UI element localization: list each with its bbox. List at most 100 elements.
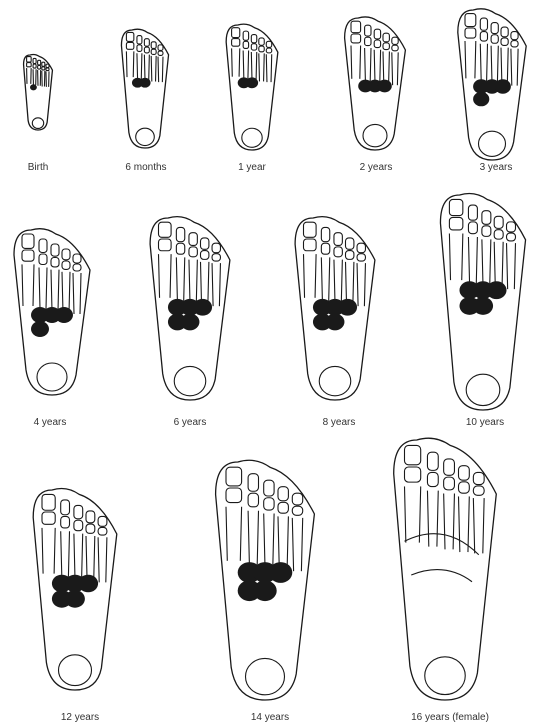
phalanx-bone	[38, 65, 41, 69]
metatarsal-bone	[22, 264, 34, 306]
foot-stage-1: Birth	[24, 54, 53, 173]
metatarsal-bone	[243, 51, 248, 79]
phalanx-bone	[243, 41, 248, 48]
phalanx-bone	[346, 251, 354, 260]
metatarsal-bone	[357, 263, 365, 306]
ossification-center	[253, 580, 276, 601]
metatarsal-bone	[86, 536, 95, 581]
phalanx-bone	[334, 233, 342, 246]
metatarsal-bone	[321, 257, 329, 301]
metatarsal-bone	[304, 254, 317, 298]
phalanx-bone	[51, 244, 59, 256]
phalanx-bone	[346, 238, 354, 249]
foot-stage-3: 1 year	[226, 24, 278, 173]
phalanx-bone	[449, 199, 462, 215]
foot-stage-5: 3 years	[458, 9, 526, 173]
phalanx-bone	[51, 258, 59, 267]
metatarsal-bone	[144, 55, 149, 81]
phalanx-bone	[304, 239, 317, 251]
phalanx-bone	[374, 29, 380, 39]
phalanx-bone	[62, 249, 70, 260]
phalanx-bone	[226, 467, 242, 486]
phalanx-bone	[259, 46, 264, 52]
phalanx-bone	[480, 32, 487, 41]
phalanx-bone	[480, 18, 487, 30]
phalanx-bone	[42, 67, 45, 70]
phalanx-bone	[137, 45, 142, 52]
phalanx-bone	[383, 33, 389, 42]
phalanx-bone	[374, 40, 380, 48]
phalanx-bone	[494, 216, 503, 228]
phalanx-bone	[126, 32, 133, 41]
phalanx-bone	[158, 45, 163, 51]
metatarsal-bone	[507, 243, 516, 289]
phalanx-bone	[86, 524, 95, 533]
phalanx-bone	[392, 45, 398, 51]
foot-stage-7: 6 years	[150, 217, 230, 428]
phalanx-bone	[264, 480, 274, 496]
metatarsal-bone	[501, 48, 508, 85]
phalanx-bone	[61, 516, 70, 528]
phalanx-bone	[392, 37, 398, 44]
phalanx-bone	[292, 506, 302, 515]
phalanx-bone	[334, 247, 342, 257]
phalanx-bone	[189, 247, 197, 257]
phalanx-bone	[427, 472, 438, 486]
metatarsal-bone	[459, 496, 470, 552]
phalanx-bone	[511, 32, 518, 40]
metatarsal-bone	[480, 44, 487, 81]
phalanx-bone	[46, 64, 49, 67]
metatarsal-bone	[33, 69, 36, 85]
metatarsal-bone	[259, 53, 264, 81]
phalanx-bone	[507, 222, 516, 232]
phalanx-bone	[482, 211, 491, 225]
phalanx-bone	[251, 44, 256, 50]
phalanx-bone	[74, 505, 83, 518]
phalanx-bone	[201, 251, 209, 260]
phalanx-bone	[278, 487, 288, 501]
calcaneus-bone	[319, 366, 351, 395]
metatarsal-bone	[491, 46, 498, 83]
stage-caption: 10 years	[466, 417, 504, 428]
phalanx-bone	[251, 35, 256, 43]
phalanx-bone	[42, 512, 55, 524]
phalanx-bone	[33, 64, 36, 68]
phalanx-bone	[22, 250, 34, 261]
phalanx-bone	[304, 222, 317, 237]
foot-stage-2: 6 months	[121, 29, 168, 173]
phalanx-bone	[248, 493, 258, 507]
metatarsal-bone	[266, 54, 271, 82]
phalanx-bone	[427, 452, 438, 470]
phalanx-bone	[405, 467, 421, 482]
phalanx-bone	[459, 466, 470, 481]
phalanx-bone	[39, 254, 47, 265]
phalanx-bone	[351, 21, 361, 33]
phalanx-bone	[22, 234, 34, 248]
metatarsal-bone	[449, 234, 462, 281]
phalanx-bone	[507, 233, 516, 241]
metatarsal-bone	[151, 56, 156, 82]
metatarsal-bone	[334, 260, 342, 303]
metatarsal-bone	[38, 70, 41, 86]
phalanx-bone	[158, 51, 163, 55]
phalanx-bone	[259, 38, 264, 45]
metatarsal-bone	[232, 48, 240, 76]
stage-caption: 3 years	[480, 162, 513, 173]
ossification-center	[495, 79, 511, 93]
phalanx-bone	[292, 493, 302, 505]
metatarsal-bone	[176, 257, 184, 301]
phalanx-bone	[144, 39, 149, 47]
metatarsal-bone	[292, 518, 302, 571]
metatarsal-bone	[494, 242, 503, 288]
foot-stage-6: 4 years	[14, 229, 90, 428]
ossification-center	[486, 281, 506, 299]
calcaneus-bone	[59, 655, 92, 686]
stage-caption: 16 years (female)	[411, 712, 489, 723]
phalanx-bone	[501, 38, 508, 46]
stage-caption: 6 months	[125, 162, 166, 173]
phalanx-bone	[473, 486, 484, 495]
tarsal-bone	[405, 534, 479, 582]
metatarsal-bone	[159, 254, 172, 298]
phalanx-bone	[468, 205, 477, 220]
stage-caption: 8 years	[323, 417, 356, 428]
